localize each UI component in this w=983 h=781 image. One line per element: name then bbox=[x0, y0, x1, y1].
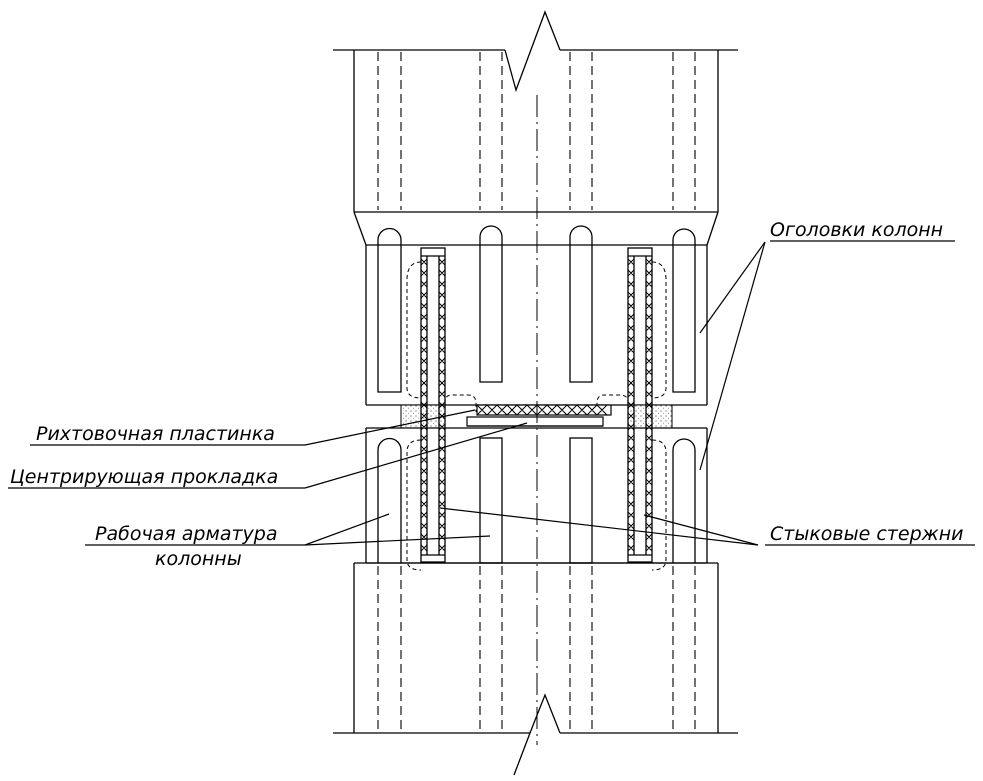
centering-pad bbox=[466, 416, 604, 427]
joint-rod-left bbox=[406, 247, 446, 571]
joint-rod-right bbox=[627, 247, 667, 571]
lower-column bbox=[333, 562, 738, 776]
label-working-rebar-line2: колонны bbox=[155, 548, 242, 570]
weld-x-marks bbox=[420, 258, 653, 552]
label-column-caps: Оголовки колонн bbox=[770, 219, 943, 241]
shim-plate bbox=[476, 404, 612, 416]
upper-column-head bbox=[353, 211, 719, 406]
weld-marks bbox=[420, 258, 653, 552]
label-shim-plate: Рихтовочная пластинка bbox=[36, 423, 275, 445]
label-joint-rods: Стыковые стержни bbox=[770, 523, 964, 545]
label-centering-pad: Центрирующая прокладка bbox=[10, 466, 278, 488]
label-working-rebar: Рабочая арматура bbox=[95, 523, 277, 545]
upper-column bbox=[333, 10, 738, 213]
leader-lines bbox=[8, 240, 975, 546]
